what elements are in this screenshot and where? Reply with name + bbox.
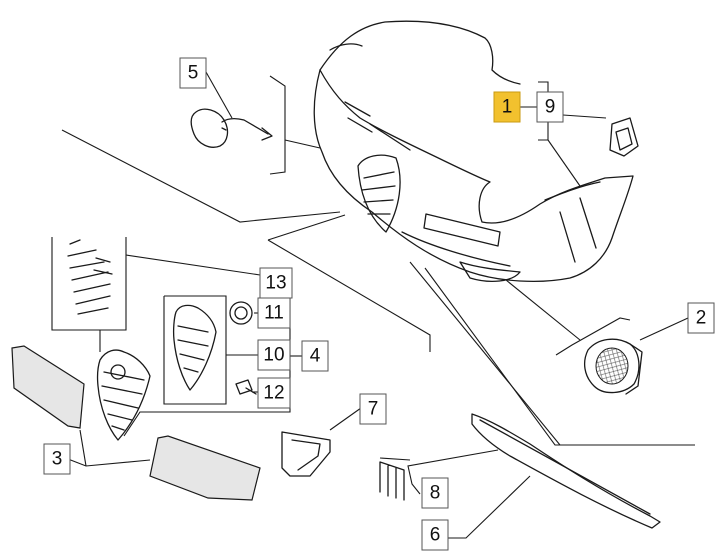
callout-1-label: 1 <box>502 97 513 118</box>
callout-12-box <box>257 377 291 409</box>
callout-10-box <box>257 339 291 371</box>
callout-12[interactable]: 12 <box>257 377 291 409</box>
callout-2-label: 2 <box>696 308 707 329</box>
callout-13[interactable]: 13 <box>259 267 293 299</box>
side-mesh-grilles <box>11 345 261 501</box>
badge-emblem <box>229 301 253 325</box>
callout-5-box <box>179 57 207 89</box>
callout-7-label: 7 <box>368 399 379 420</box>
callout-9-box <box>536 91 564 123</box>
lower-spoiler-strip <box>471 413 661 529</box>
tow-hook-cover <box>190 108 273 148</box>
callout-8-box <box>421 477 449 509</box>
fog-lamp-grille <box>583 338 643 395</box>
callout-6-box <box>421 519 449 551</box>
callout-4-label: 4 <box>310 346 321 367</box>
callout-11[interactable]: 11 <box>257 297 291 329</box>
callout-13-label: 13 <box>265 273 286 294</box>
callout-11-label: 11 <box>264 303 284 324</box>
callout-10-label: 10 <box>263 345 284 366</box>
callout-6-label: 6 <box>430 525 441 546</box>
callout-1[interactable]: 1 <box>493 91 521 123</box>
clip-part-9 <box>609 117 639 157</box>
guide-lines <box>61 129 695 446</box>
callout-7[interactable]: 7 <box>359 393 387 425</box>
leader-lines <box>51 71 689 539</box>
callout-5-label: 5 <box>188 63 199 84</box>
retaining-clip <box>379 461 405 501</box>
grille-slats <box>67 239 113 315</box>
callout-8[interactable]: 8 <box>421 477 449 509</box>
callout-10[interactable]: 10 <box>257 339 291 371</box>
callout-9-label: 9 <box>545 97 556 118</box>
callout-7-box <box>359 393 387 425</box>
bracket <box>281 431 331 477</box>
callout-2[interactable]: 2 <box>687 302 715 334</box>
callout-2-box <box>687 302 715 334</box>
callout-12-label: 12 <box>263 383 284 404</box>
callout-3-label: 3 <box>52 449 63 470</box>
callout-13-box <box>259 267 293 299</box>
callout-6[interactable]: 6 <box>421 519 449 551</box>
callout-8-label: 8 <box>430 483 441 504</box>
callout-3[interactable]: 3 <box>43 443 71 475</box>
front-bumper <box>313 20 634 283</box>
callout-9[interactable]: 9 <box>536 91 564 123</box>
callout-1-box <box>493 91 521 123</box>
callout-4-box <box>301 340 329 372</box>
center-grille <box>96 349 151 441</box>
screw <box>235 379 257 395</box>
callout-5[interactable]: 5 <box>179 57 207 89</box>
grille-insert <box>172 304 217 391</box>
callout-3-box <box>43 443 71 475</box>
callout-4[interactable]: 4 <box>301 340 329 372</box>
callout-11-box <box>257 297 291 329</box>
